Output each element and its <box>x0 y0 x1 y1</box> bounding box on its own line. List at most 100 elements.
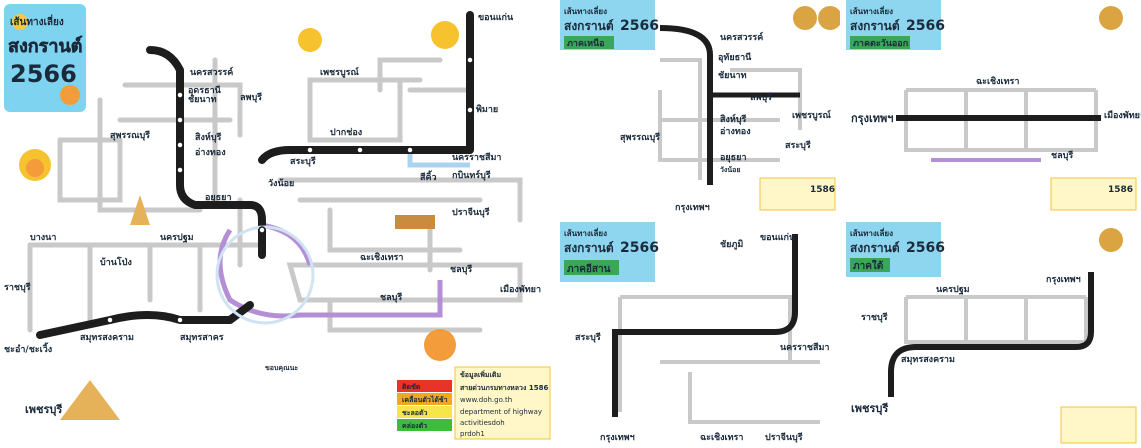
info-line: activitiesdoh <box>460 419 505 427</box>
title-badge: เส้นทางเลี่ยง สงกรานต์ 2566 <box>4 4 86 112</box>
city-label: บ้านโป่ง <box>100 256 132 268</box>
city-label: พิมาย <box>476 104 498 115</box>
city-label: อยุธยา <box>205 193 232 203</box>
south-region-name: ภาคใต้ <box>853 259 883 272</box>
title-line2: สงกรานต์ <box>8 35 82 57</box>
north-title-line2: สงกรานต์ <box>564 19 614 33</box>
south-city: กรุงเทพฯ <box>1046 275 1081 285</box>
ne-region-name: ภาคอีสาน <box>567 263 611 275</box>
north-year: 2566 <box>620 18 659 34</box>
temple-illustration <box>60 195 435 420</box>
info-title: ข้อมูลเพิ่มเติม <box>460 369 501 380</box>
north-city: ชัยนาท <box>718 70 747 81</box>
north-title-line1: เส้นทางเลี่ยง <box>564 5 607 16</box>
city-label: สระบุรี <box>290 156 316 167</box>
city-label: เพชรบูรณ์ <box>320 66 359 78</box>
city-label: อ่างทอง <box>195 147 226 158</box>
city-label: บางนา <box>30 233 56 243</box>
east-region-map: เส้นทางเลี่ยง สงกรานต์ 2566 ภาคตะวันออก … <box>846 0 1141 214</box>
traffic-legend: ติดขัด เคลื่อนตัวได้ช้า ชะลอตัว คล่องตัว <box>397 380 452 431</box>
ne-city: ขอนแก่น <box>760 232 796 243</box>
north-hotline: 1586 <box>810 185 835 195</box>
city-label: เมืองพัทยา <box>500 283 541 295</box>
ne-title-line1: เส้นทางเลี่ยง <box>564 227 607 238</box>
east-year: 2566 <box>906 18 945 34</box>
city-label: กบินทร์บุรี <box>452 169 491 181</box>
city-label: นครราชสีมา <box>452 152 501 163</box>
city-labels: ขอนแก่น อุดรธานี นครสวรรค์ ชัยนาท สิงห์บ… <box>4 12 541 417</box>
city-label: อุดรธานี <box>188 85 222 96</box>
north-city: อ่างทอง <box>720 126 751 137</box>
east-city: ชลบุรี <box>1051 150 1073 161</box>
thanks-badge: ขอบคุณนะ <box>265 329 456 372</box>
ne-city: กรุงเทพฯ <box>600 433 635 443</box>
city-label: สิงห์บุรี <box>194 131 221 143</box>
legend-label: ติดขัด <box>402 383 421 391</box>
city-label: ราชบุรี <box>4 282 31 293</box>
east-title-line1: เส้นทางเลี่ยง <box>850 5 893 16</box>
road-network <box>27 57 523 333</box>
city-label: นครปฐม <box>160 232 194 243</box>
thanks-text: ขอบคุณนะ <box>265 364 298 372</box>
city-label: ชลบุรี <box>450 264 472 275</box>
city-label: ขอนแก่น <box>478 12 514 23</box>
city-label: สมุทรสงคราม <box>80 333 134 343</box>
info-website: www.doh.go.th <box>460 396 512 404</box>
south-main-route <box>888 272 1094 397</box>
legend-swatch <box>397 406 452 418</box>
info-box: ข้อมูลเพิ่มเติม สายด่วนกรมทางหลวง 1586 w… <box>454 366 551 440</box>
south-map-svg: เส้นทางเลี่ยง สงกรานต์ 2566 ภาคใต้ กรุงเ… <box>846 222 1137 444</box>
north-city: สุพรรณบุรี <box>620 132 660 143</box>
east-city: กรุงเทพฯ <box>851 112 893 126</box>
city-label: ชะอำ/ชะเวิ้ง <box>4 342 52 355</box>
city-label: สุพรรณบุรี <box>110 130 150 141</box>
info-twitter: prdoh1 <box>460 430 485 438</box>
ne-city: สระบุรี <box>575 332 601 343</box>
city-label: ปากช่อง <box>330 127 362 138</box>
east-city: เมืองพัทยา <box>1104 109 1141 121</box>
legend-swatch <box>397 393 452 405</box>
info-hotline: สายด่วนกรมทางหลวง 1586 <box>460 384 548 392</box>
south-region-map: เส้นทางเลี่ยง สงกรานต์ 2566 ภาคใต้ กรุงเ… <box>846 222 1141 448</box>
south-city: สมุทรสงคราม <box>901 355 955 365</box>
city-label: ฉะเชิงเทรา <box>360 252 403 263</box>
legend-label: คล่องตัว <box>402 422 427 430</box>
northeast-map-svg: เส้นทางเลี่ยง สงกรานต์ 2566 ภาคอีสาน ขอน… <box>560 222 829 443</box>
east-hotline: 1586 <box>1108 185 1133 195</box>
ne-city: ปราจีนบุรี <box>765 432 803 443</box>
north-city: เพชรบูรณ์ <box>792 109 831 121</box>
title-line1: เส้นทางเลี่ยง <box>10 14 64 28</box>
south-year: 2566 <box>906 240 945 256</box>
south-city: นครปฐม <box>936 284 970 295</box>
legend-label: ชะลอตัว <box>402 409 428 417</box>
east-city: ฉะเชิงเทรา <box>976 76 1019 87</box>
east-title-line2: สงกรานต์ <box>850 19 900 33</box>
city-label: เพชรบุรี <box>25 403 62 417</box>
north-main-route <box>659 25 713 185</box>
south-title-line2: สงกรานต์ <box>850 241 900 255</box>
northeast-region-map: เส้นทางเลี่ยง สงกรานต์ 2566 ภาคอีสาน ขอน… <box>560 222 840 448</box>
city-label: ลพบุรี <box>240 92 262 103</box>
info-facebook: department of highway <box>460 408 542 416</box>
mascot-illustration <box>19 21 459 181</box>
ne-title-line2: สงกรานต์ <box>564 241 614 255</box>
north-city: สิงห์บุรี <box>719 113 746 125</box>
city-label: ชัยนาท <box>188 94 217 105</box>
main-route-map: เส้นทางเลี่ยง สงกรานต์ 2566 <box>0 0 552 448</box>
city-label: นครสวรรค์ <box>190 66 233 78</box>
north-city: อุทัยธานี <box>718 52 752 63</box>
east-region-name: ภาคตะวันออก <box>853 38 908 49</box>
ne-year: 2566 <box>620 240 659 256</box>
ne-main-route <box>612 234 798 417</box>
ne-city: ฉะเชิงเทรา <box>700 432 743 443</box>
north-region-name: ภาคเหนือ <box>567 37 605 49</box>
city-label: วังน้อย <box>268 178 294 189</box>
legend-label: เคลื่อนตัวได้ช้า <box>402 394 448 404</box>
main-map-svg: เส้นทางเลี่ยง สงกรานต์ 2566 <box>4 4 551 440</box>
north-region-map: เส้นทางเลี่ยง สงกรานต์ 2566 ภาคเหนือ นคร… <box>560 0 840 214</box>
south-city: เพชรบุรี <box>851 402 888 416</box>
north-city: นครสวรรค์ <box>720 31 763 43</box>
north-city: กรุงเทพฯ <box>675 203 710 213</box>
north-map-svg: เส้นทางเลี่ยง สงกรานต์ 2566 ภาคเหนือ นคร… <box>560 0 840 213</box>
city-label: สีคิ้ว <box>419 170 436 183</box>
